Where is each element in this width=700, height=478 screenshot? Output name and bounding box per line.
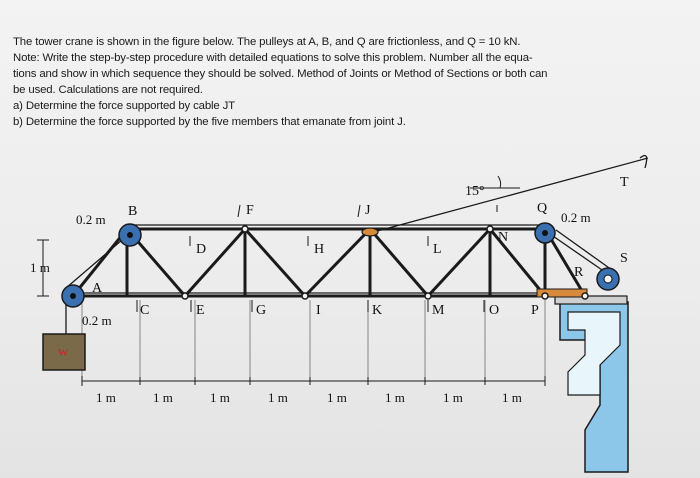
label-m: M bbox=[432, 303, 445, 318]
label-c: C bbox=[140, 303, 149, 318]
spacing-6: 1 m bbox=[385, 390, 405, 405]
problem-line-2: Note: Write the step-by-step procedure w… bbox=[13, 52, 533, 65]
spacing-7: 1 m bbox=[443, 390, 463, 405]
spacing-dimension bbox=[81, 376, 546, 386]
label-j: J bbox=[365, 203, 371, 218]
joint-pins bbox=[181, 225, 589, 300]
spacing-3: 1 m bbox=[210, 390, 230, 405]
label-ticks bbox=[136, 204, 498, 312]
truss-members bbox=[71, 227, 587, 298]
label-n: N bbox=[498, 230, 508, 245]
label-p: P bbox=[531, 303, 539, 318]
problem-line-1: The tower crane is shown in the figure b… bbox=[13, 36, 521, 48]
label-s: S bbox=[620, 251, 628, 266]
height-dimension bbox=[37, 239, 49, 297]
problem-line-5: a) Determine the force supported by cabl… bbox=[13, 100, 235, 113]
problem-line-6: b) Determine the force supported by the … bbox=[13, 116, 406, 129]
label-h: H bbox=[314, 242, 324, 257]
problem-statement: The tower crane is shown in the figure b… bbox=[13, 34, 603, 131]
weight-block: W bbox=[42, 333, 86, 371]
dim-top-right: 0.2 m bbox=[561, 210, 591, 225]
spacing-1: 1 m bbox=[96, 390, 116, 405]
label-l: L bbox=[433, 242, 442, 257]
label-t: T bbox=[620, 175, 629, 190]
spacing-8: 1 m bbox=[502, 390, 522, 405]
label-o: O bbox=[489, 303, 499, 318]
pulleys bbox=[61, 222, 620, 308]
node-labels: B F J Q D H L N A C E G I K M O P T R S … bbox=[92, 175, 629, 318]
node-reference-lines bbox=[81, 300, 546, 385]
label-i: I bbox=[316, 303, 321, 318]
spacing-4: 1 m bbox=[268, 390, 288, 405]
cables bbox=[65, 154, 649, 335]
label-d: D bbox=[196, 242, 206, 257]
label-angle: 15° bbox=[465, 184, 485, 199]
label-q: Q bbox=[537, 201, 547, 216]
joint-j-pin bbox=[361, 227, 379, 237]
problem-line-4: be used. Calculations are not required. bbox=[13, 84, 203, 97]
angle-reference bbox=[470, 175, 520, 189]
label-b: B bbox=[128, 204, 137, 219]
weight-label: W bbox=[58, 347, 69, 359]
spacing-2: 1 m bbox=[153, 390, 173, 405]
label-a: A bbox=[92, 281, 103, 296]
label-r: R bbox=[574, 265, 584, 280]
dim-height: 1 m bbox=[30, 260, 50, 275]
label-f: F bbox=[246, 203, 254, 218]
spacing-5: 1 m bbox=[327, 390, 347, 405]
label-e: E bbox=[196, 303, 205, 318]
problem-line-3: tions and show in which sequence they sh… bbox=[13, 68, 548, 81]
dim-top-left: 0.2 m bbox=[76, 212, 106, 227]
label-k: K bbox=[372, 303, 382, 318]
support-tower bbox=[554, 295, 629, 473]
dim-bottom-left: 0.2 m bbox=[82, 313, 112, 328]
label-g: G bbox=[256, 303, 266, 318]
dimension-labels: 0.2 m 0.2 m 0.2 m 1 m 1 m 1 m 1 m 1 m 1 … bbox=[30, 210, 591, 405]
